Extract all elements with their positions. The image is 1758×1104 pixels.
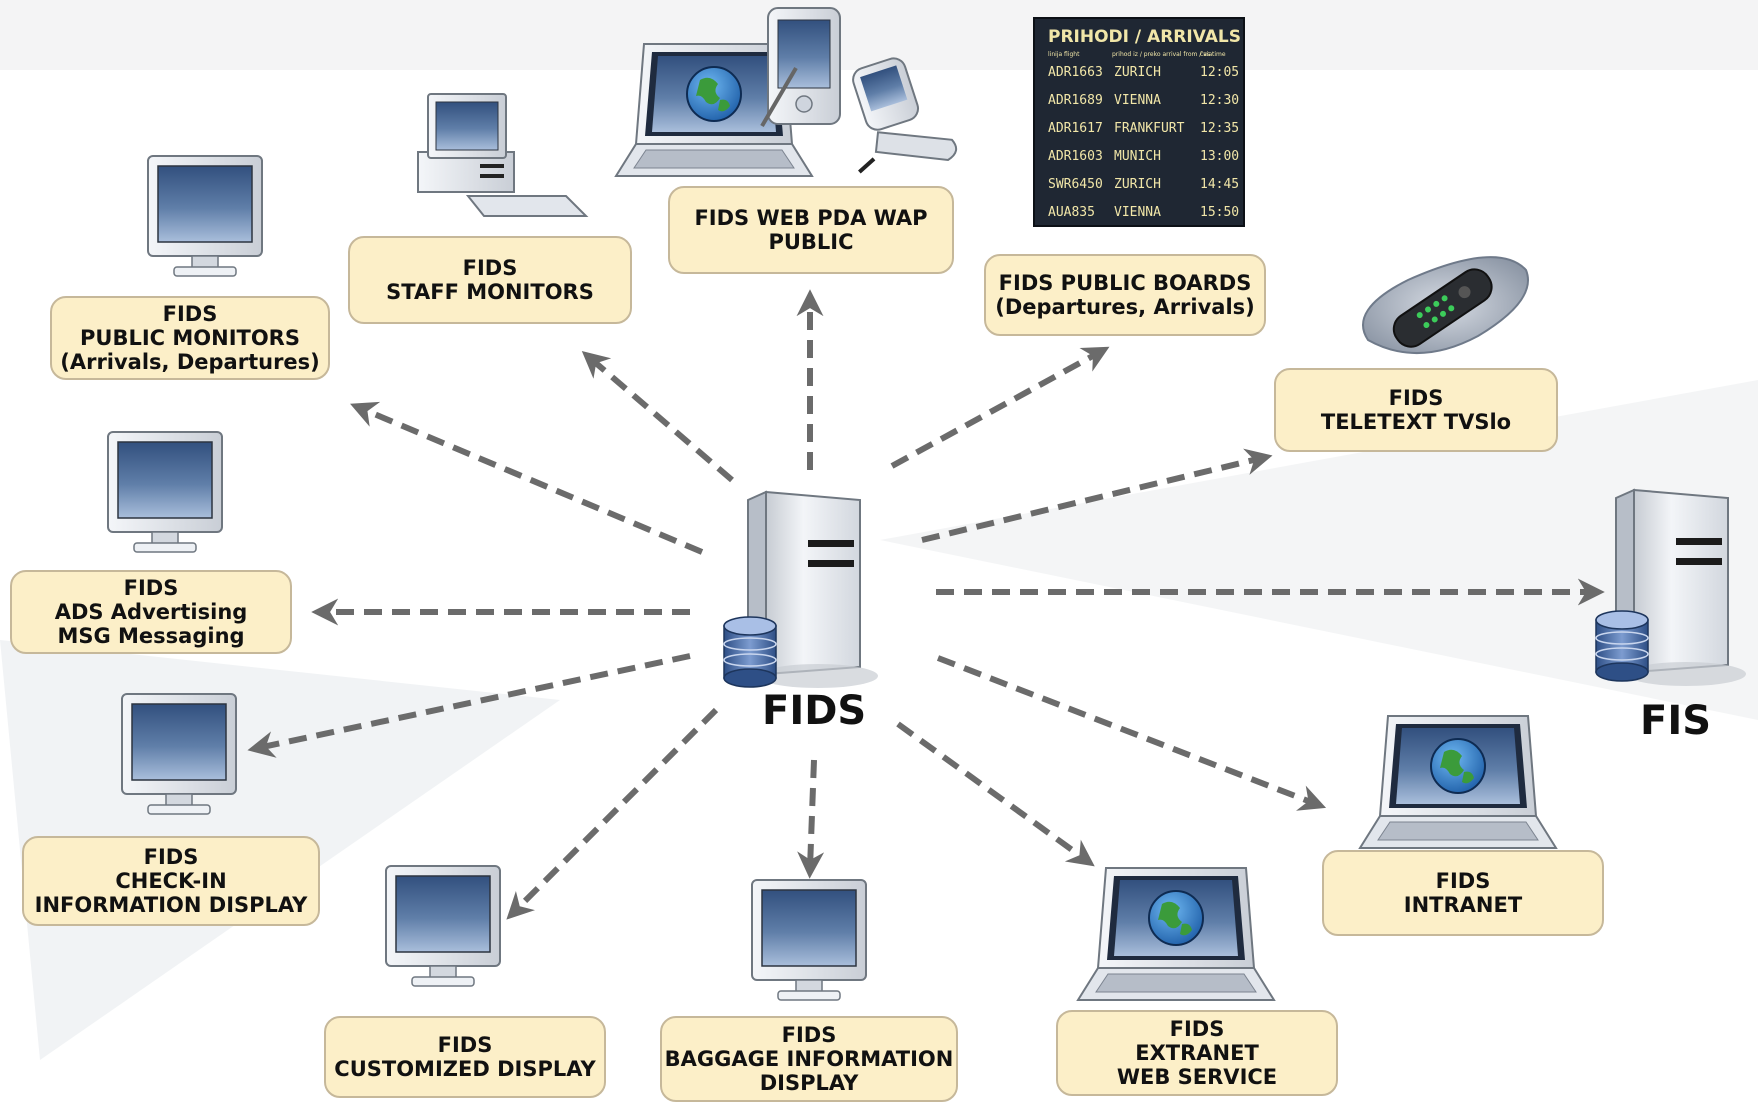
box-line: PUBLIC bbox=[768, 230, 854, 254]
arrow-to-checkin bbox=[247, 653, 691, 758]
arrow-to-public-boards bbox=[890, 346, 1110, 469]
board-time: 12:30 bbox=[1200, 93, 1239, 108]
board-time: 12:35 bbox=[1200, 121, 1239, 136]
box-line: FIDS PUBLIC BOARDS bbox=[998, 271, 1252, 295]
box-line: (Departures, Arrivals) bbox=[995, 295, 1255, 319]
box-line: INTRANET bbox=[1403, 893, 1523, 917]
fids-server-icon bbox=[723, 491, 879, 689]
arrow-to-baggage bbox=[797, 759, 825, 879]
arrow-to-customized bbox=[506, 707, 719, 920]
arrow-to-public-monitors bbox=[350, 401, 704, 555]
box-line: PUBLIC MONITORS bbox=[80, 326, 300, 350]
board-city: FRANKFURT bbox=[1114, 121, 1185, 136]
board-city: MUNICH bbox=[1114, 149, 1161, 164]
board-time: 13:00 bbox=[1200, 149, 1239, 164]
board-title: PRIHODI / ARRIVALS bbox=[1048, 27, 1241, 47]
desktop-computer-icon bbox=[417, 93, 589, 217]
ads-monitor-icon bbox=[107, 431, 223, 553]
box-line: INFORMATION DISPLAY bbox=[34, 893, 308, 917]
box-line: CUSTOMIZED DISPLAY bbox=[334, 1057, 596, 1081]
board-time: 12:05 bbox=[1200, 65, 1239, 80]
box-line: CHECK-IN bbox=[115, 869, 227, 893]
arrows bbox=[247, 289, 1605, 920]
board-col-flight: linija flight bbox=[1048, 51, 1080, 58]
box-line: DISPLAY bbox=[759, 1071, 859, 1095]
box-line: MSG Messaging bbox=[57, 624, 245, 648]
box-line: FIDS bbox=[1388, 386, 1444, 410]
extranet-laptop-icon bbox=[1077, 867, 1275, 1001]
baggage-monitor-icon bbox=[751, 879, 867, 1001]
fis-server-icon bbox=[1595, 489, 1747, 687]
arrow-to-staff-monitors bbox=[581, 350, 734, 483]
board-flight: SWR6450 bbox=[1048, 177, 1103, 192]
intranet-laptop-icon bbox=[1359, 715, 1557, 849]
box-line: FIDS bbox=[143, 845, 199, 869]
box-line: FIDS bbox=[162, 302, 218, 326]
remote-control-icon bbox=[1362, 256, 1529, 355]
box-line: STAFF MONITORS bbox=[386, 280, 594, 304]
box-line: FIDS bbox=[1169, 1017, 1225, 1041]
box-line: FIDS bbox=[1435, 869, 1491, 893]
box-line: FIDS WEB PDA WAP bbox=[694, 206, 928, 230]
box-line: (Arrivals, Departures) bbox=[60, 350, 320, 374]
board-flight: ADR1663 bbox=[1048, 65, 1103, 80]
board-flight: ADR1689 bbox=[1048, 93, 1103, 108]
board-city: VIENNA bbox=[1114, 205, 1161, 220]
board-flight: ADR1617 bbox=[1048, 121, 1103, 136]
board-col-time: čas time bbox=[1200, 51, 1226, 58]
box-line: FIDS bbox=[437, 1033, 493, 1057]
box-public-boards: FIDS PUBLIC BOARDS(Departures, Arrivals) bbox=[984, 254, 1266, 336]
board-col-from: prihod iz / preko arrival from / via bbox=[1112, 51, 1212, 58]
board-city: ZURICH bbox=[1114, 65, 1161, 80]
public-monitor-icon bbox=[147, 155, 263, 277]
customized-monitor-icon bbox=[385, 865, 501, 987]
box-line: BAGGAGE INFORMATION bbox=[664, 1047, 954, 1071]
laptop-pda-phone-icon bbox=[615, 7, 958, 177]
board-time: 15:50 bbox=[1200, 205, 1239, 220]
board-flight: ADR1603 bbox=[1048, 149, 1103, 164]
board-time: 14:45 bbox=[1200, 177, 1239, 192]
arrow-to-intranet bbox=[936, 655, 1327, 811]
board-city: VIENNA bbox=[1114, 93, 1161, 108]
box-line: FIDS bbox=[462, 256, 518, 280]
arrow-to-extranet bbox=[896, 721, 1095, 867]
board-flight: AUA835 bbox=[1048, 205, 1095, 220]
arrivals-board: PRIHODI / ARRIVALS linija flight prihod … bbox=[1033, 17, 1245, 227]
box-line: ADS Advertising bbox=[54, 600, 248, 624]
box-line: WEB SERVICE bbox=[1116, 1065, 1278, 1089]
arrow-to-teletext bbox=[921, 448, 1273, 543]
box-line: FIDS bbox=[123, 576, 179, 600]
fis-label: FIS bbox=[1640, 698, 1712, 744]
box-line: FIDS bbox=[781, 1023, 837, 1047]
box-line: EXTRANET bbox=[1135, 1041, 1259, 1065]
hub-label: FIDS bbox=[762, 688, 867, 734]
board-city: ZURICH bbox=[1114, 177, 1161, 192]
box-line: TELETEXT TVSlo bbox=[1320, 410, 1512, 434]
